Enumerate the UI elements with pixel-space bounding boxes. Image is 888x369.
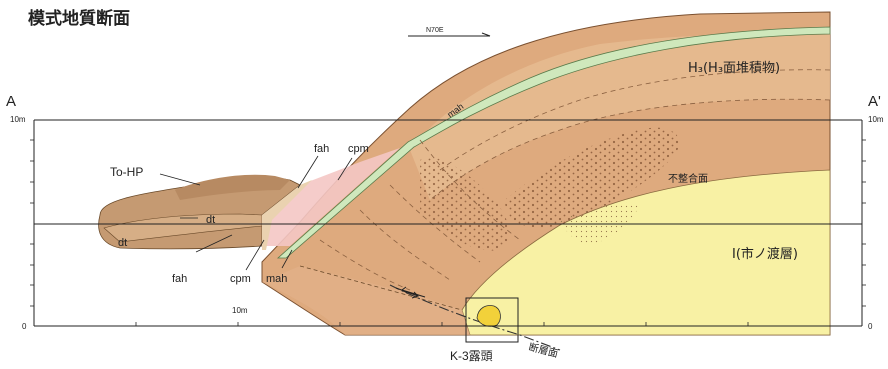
endpoint-right: A'	[868, 93, 881, 110]
left-tick-10m: 10m	[10, 115, 26, 124]
mah-lower-label: mah	[266, 273, 287, 285]
dt-upper-label: dt	[206, 214, 215, 226]
figure-title: 模式地質断面	[28, 8, 130, 29]
right-tick-10m: 10m	[868, 115, 884, 124]
h3-label: H₃(H₃面堆積物)	[688, 61, 780, 76]
left-axis-ticks	[30, 140, 34, 306]
ichinowatari-label: I(市ノ渡層)	[732, 246, 798, 262]
endpoint-left: A	[6, 93, 16, 110]
cpm-upper-label: cpm	[348, 143, 369, 155]
cpm-lower-label: cpm	[230, 273, 251, 285]
left-tick-0: 0	[22, 322, 27, 331]
direction-label: N70E	[426, 27, 444, 34]
outcrop-label: K-3露頭	[450, 349, 493, 363]
fah-upper-label: fah	[314, 143, 329, 155]
right-tick-0: 0	[868, 322, 873, 331]
scale-bar-label: 10m	[232, 306, 248, 315]
to-hp-label: To-HP	[110, 165, 143, 179]
dt-lower-label: dt	[118, 237, 127, 249]
fah-lower-label: fah	[172, 273, 187, 285]
unconformity-label: 不整合面	[668, 172, 708, 185]
right-axis-ticks	[862, 140, 866, 306]
direction-arrow	[408, 33, 490, 36]
